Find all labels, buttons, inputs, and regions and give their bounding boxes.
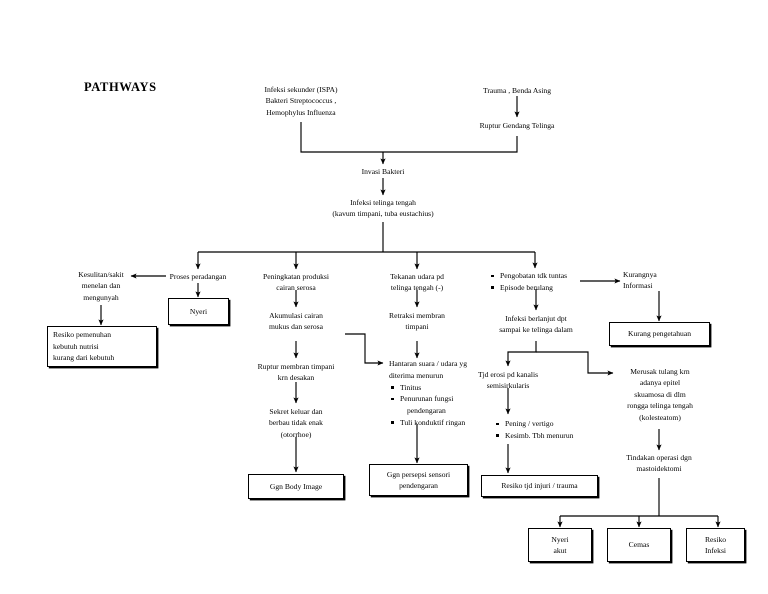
diagnosis-box-resiko-injuri: Resiko tjd injuri / trauma [481, 475, 598, 497]
node-kesulitan-menelan: Kesulitan/sakit menelan dan mengunyah [56, 269, 146, 303]
node-tindakan-operasi-line1: Tindakan operasi dgn [626, 453, 692, 462]
node-hantaran-suara: Hantaran suara / udara yg diterima menur… [389, 358, 509, 429]
node-merusak-tulang-line4: rongga telinga tengah [627, 401, 693, 411]
node-tindakan-operasi-mastoidektomi: Tindakan operasi dgn mastoidektomi [609, 452, 709, 475]
node-infeksi-berlanjut-line2: sampai ke telinga dalam [499, 325, 573, 335]
diagnosis-box-ggn-body-image: Ggn Body Image [248, 474, 344, 499]
node-merusak-tulang-line5: (kolesteatom) [639, 412, 681, 422]
node-hantaran-bullet-penurunan-fungsi: Penurunan fungsi [389, 393, 509, 405]
node-retraksi-membran-timpani: Retraksi membran timpani [367, 310, 467, 333]
node-retraksi-membran-timpani-line2: timpani [405, 322, 429, 332]
node-infeksi-telinga-tengah-line2: (kavum timpani, tuba eustachius) [332, 209, 434, 219]
node-pengobatan-episode: Pengobatan tdk tuntas Episode berulang [489, 270, 599, 294]
node-hantaran-suara-line1: Hantaran suara / udara yg [389, 359, 468, 368]
node-akumulasi-cairan-line1: Akumulasi cairan [269, 311, 323, 320]
node-akumulasi-cairan-line2: mukus dan serosa [269, 322, 323, 332]
node-invasi-bakteri: Invasi Bakteri [361, 167, 405, 176]
node-infeksi-telinga-tengah: Infeksi telinga tengah (kavum timpani, t… [293, 197, 473, 220]
node-sekret-keluar: Sekret keluar dan berbau tidak enak (oto… [241, 406, 351, 440]
node-infeksi-sekunder-line1: Infeksi sekunder (ISPA) [264, 85, 338, 94]
diagnosis-box-cemas: Cemas [607, 528, 671, 562]
diagnosis-box-kurang-pengetahuan: Kurang pengetahuan [609, 322, 710, 346]
node-bullet-pengobatan-tdk-tuntas: Pengobatan tdk tuntas [489, 270, 599, 282]
node-kesulitan-menelan-line2: menelan dan [81, 281, 121, 291]
node-sekret-keluar-line2: berbau tidak enak [269, 418, 323, 428]
node-kurangnya-informasi-line1: Kurangnya [623, 270, 657, 279]
diagnosis-box-ggn-persepsi-line1: Ggn persepsi sensori [386, 469, 451, 479]
node-hantaran-bullet-tinitus: Tinitus [389, 382, 509, 394]
node-peningkatan-produksi-line2: cairan serosa [276, 283, 316, 293]
node-ruptur-membran-timpani-line2: krn desakan [277, 373, 315, 383]
node-peningkatan-produksi-line1: Peningkatan produksi [262, 272, 329, 281]
node-infeksi-sekunder-line3: Hemophylus Influenza [266, 107, 336, 117]
node-tindakan-operasi-line2: mastoidektomi [636, 464, 682, 474]
diagnosis-box-resiko-nutrisi-line1: Resiko pemenuhan [53, 330, 111, 340]
node-kurangnya-informasi: Kurangnya Informasi [623, 269, 713, 292]
diagnosis-box-resiko-infeksi-line1: Resiko [704, 534, 727, 544]
node-hantaran-bullet-pendengaran: pendengaran [407, 406, 446, 416]
node-tekanan-udara: Tekanan udara pd telinga tengah (-) [367, 271, 467, 294]
diagnosis-box-resiko-nutrisi: Resiko pemenuhan kebutuh nutrisi kurang … [47, 326, 157, 367]
node-infeksi-sekunder: Infeksi sekunder (ISPA) Bakteri Streptoc… [201, 84, 401, 118]
diagnosis-box-resiko-nutrisi-line2: kebutuh nutrisi [53, 341, 99, 351]
diagnosis-box-resiko-nutrisi-line3: kurang dari kebutuh [53, 353, 115, 363]
diagnosis-box-ggn-persepsi-sensori: Ggn persepsi sensori pendengaran [369, 464, 468, 496]
diagnosis-box-nyeri-akut: Nyeri akut [528, 528, 592, 562]
node-merusak-tulang-line1: Merusak tulang krn [630, 367, 690, 376]
node-hantaran-bullet-tuli-konduktif: Tuli konduktif ringan [389, 417, 509, 429]
node-sekret-keluar-line3: (otorrhoe) [280, 429, 312, 439]
node-retraksi-membran-timpani-line1: Retraksi membran [389, 311, 445, 320]
diagnosis-box-resiko-infeksi-line2: Infeksi [704, 546, 727, 555]
node-merusak-tulang-line3: skuamosa di dlm [634, 389, 686, 399]
node-tekanan-udara-line1: Tekanan udara pd [390, 272, 444, 281]
node-kesulitan-menelan-line3: mengunyah [83, 292, 119, 302]
node-infeksi-sekunder-line2: Bakteri Streptococcus , [265, 96, 337, 106]
diagnosis-box-nyeri-akut-line2: akut [553, 546, 567, 555]
node-ruptur-membran-timpani-line1: Ruptur membran timpani [257, 362, 335, 371]
node-infeksi-berlanjut-line1: Infeksi berlanjut dpt [505, 314, 567, 323]
node-infeksi-berlanjut: Infeksi berlanjut dpt sampai ke telinga … [486, 313, 586, 336]
node-proses-peradangan: Proses peradangan [169, 272, 227, 281]
diagnosis-box-nyeri-akut-line1: Nyeri [551, 534, 569, 544]
node-tekanan-udara-line2: telinga tengah (-) [390, 283, 444, 293]
node-vertigo-kesimbangan: Pening / vertigo Kesimb. Tbh menurun [494, 418, 604, 442]
node-erosi-kanalis-line1: Tjd erosi pd kanalis [477, 370, 539, 379]
page-title: PATHWAYS [84, 80, 157, 94]
node-trauma-benda-asing: Trauma , Benda Asing [482, 86, 552, 95]
node-kurangnya-informasi-line2: Informasi [623, 281, 653, 291]
node-peningkatan-produksi: Peningkatan produksi cairan serosa [236, 271, 356, 294]
node-bullet-pening-vertigo: Pening / vertigo [494, 418, 604, 430]
diagnosis-box-resiko-infeksi: Resiko Infeksi [686, 528, 745, 562]
node-ruptur-membran-timpani: Ruptur membran timpani krn desakan [231, 361, 361, 384]
node-bullet-episode-berulang: Episode berulang [489, 282, 599, 294]
node-erosi-kanalis: Tjd erosi pd kanalis semisirkularis [458, 369, 558, 392]
node-kesulitan-menelan-line1: Kesulitan/sakit [78, 270, 124, 279]
node-ruptur-gendang-telinga: Ruptur Gendang Telinga [479, 121, 555, 130]
node-erosi-kanalis-line2: semisirkularis [486, 381, 530, 391]
diagnosis-box-nyeri: Nyeri [168, 298, 229, 325]
diagnosis-box-ggn-persepsi-line2: pendengaran [399, 481, 438, 490]
node-sekret-keluar-line1: Sekret keluar dan [269, 407, 323, 416]
node-hantaran-suara-line2: diterima menurun [389, 370, 444, 380]
node-akumulasi-cairan: Akumulasi cairan mukus dan serosa [241, 310, 351, 333]
node-merusak-tulang-line2: adanya epitel [639, 378, 681, 388]
node-merusak-tulang-kolesteatom: Merusak tulang krn adanya epitel skuamos… [612, 366, 708, 423]
node-infeksi-telinga-tengah-line1: Infeksi telinga tengah [350, 198, 416, 207]
node-bullet-kesimbangan-menurun: Kesimb. Tbh menurun [494, 430, 604, 442]
